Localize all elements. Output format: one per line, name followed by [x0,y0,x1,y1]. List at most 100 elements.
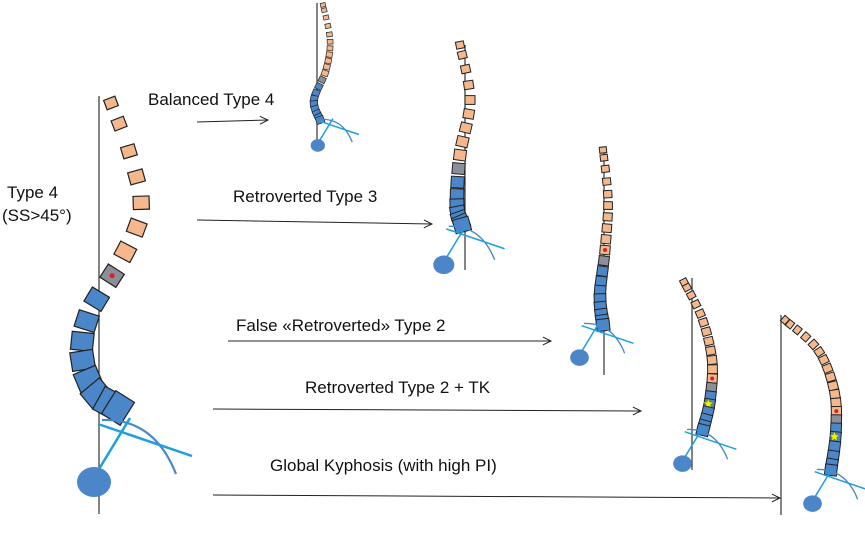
sacral-line [319,120,360,136]
label-retroverted-type-2-tk: Retroverted Type 2 + TK [305,378,491,397]
arrow-shaft [196,219,433,225]
thoracic-vertebra [603,201,613,210]
spine-type-4 [69,95,193,514]
thoracic-vertebra [602,189,613,199]
thoracic-vertebra [126,168,147,186]
thoracic-vertebra [600,164,611,174]
thoracic-vertebra [685,289,697,301]
thoracic-vertebra [125,217,148,238]
thoracic-vertebra [322,63,331,71]
thoracic-vertebra [602,212,613,222]
pelvis-arc [583,322,626,354]
thoracic-vertebra [706,354,718,366]
lumbar-vertebra [73,308,101,334]
transitional-vertebra [451,162,466,176]
thoracic-vertebra [132,195,151,211]
thoracic-vertebra [821,362,834,375]
thoracic-vertebra [464,95,476,105]
arrow-global-kyphosis [212,493,782,503]
yellow-star-icon [702,398,714,409]
sacral-line [684,430,737,451]
thoracic-vertebra [326,45,334,52]
arrow-balanced-type-4 [196,115,270,125]
lumbar-vertebra [595,265,609,278]
thoracic-vertebra [702,335,715,347]
thoracic-vertebra [325,31,333,38]
thoracic-vertebra [458,121,473,135]
thoracic-vertebra [824,371,837,383]
lumbar-vertebra [69,330,95,353]
femoral-head-icon [310,139,325,152]
thoracic-vertebra [454,40,466,50]
source-type-subtitle: (SS>45°) [2,206,72,225]
source-type-title: Type 4 [7,183,59,202]
thoracic-vertebra [452,148,468,162]
thoracic-vertebra [599,153,609,162]
femoral-head-icon [570,349,589,366]
red-dot-icon [603,248,607,252]
arrow-head [771,493,782,503]
arrow-head [542,336,553,346]
thoracic-vertebra [813,345,826,358]
label-balanced-type-4: Balanced Type 4 [148,90,275,109]
thoracic-vertebra [601,177,612,186]
thoracic-vertebra [799,331,812,343]
lumbar-vertebra [314,81,324,92]
arrow-head [423,219,434,229]
sacral-line [814,470,865,490]
thoracic-vertebra [325,51,334,58]
thoracic-vertebra [704,345,717,357]
red-dot-icon [710,376,715,381]
pelvis-arc [816,468,859,500]
red-dot-icon [109,273,115,279]
thoracic-vertebra [320,68,330,78]
thoracic-vertebra [455,134,470,149]
sacral-line [446,228,505,250]
label-retroverted-type-3: Retroverted Type 3 [233,187,378,206]
pelvis-arc [686,428,729,460]
sacral-line [581,324,634,345]
thoracic-vertebra [707,364,718,375]
arrow-head [632,406,643,416]
thoracic-vertebra [791,324,803,336]
thoracic-vertebra [807,338,820,351]
pelvis-arc [321,118,353,143]
pelvis-line [444,224,467,261]
pelvis-line [94,417,132,475]
spine-false-retroverted-type-2 [570,146,634,375]
thoracic-vertebra [459,63,472,75]
sacral-line [97,422,193,458]
thoracic-vertebra [110,115,128,132]
thoracic-vertebra [456,49,468,61]
thoracic-vertebra [681,282,693,293]
femoral-head-icon [673,455,692,472]
thoracic-vertebra [462,107,476,120]
pelvis-line [317,118,334,143]
arrow-shaft [212,408,642,412]
thoracic-vertebra [690,298,702,310]
femoral-head-icon [77,467,111,497]
thoracic-vertebra [600,233,612,245]
thoracic-vertebra [784,318,796,330]
yellow-star-icon [829,431,840,442]
arrow-retroverted-type-3 [196,219,434,229]
label-false-retroverted-type-2: False «Retroverted» Type 2 [236,316,446,335]
pelvis-arc [101,418,178,475]
thoracic-vertebra [326,38,334,45]
arrow-shaft [212,494,781,499]
thoracic-vertebra [697,316,710,328]
thoracic-vertebra [119,142,139,160]
thoracic-vertebra [694,308,707,320]
femoral-head-icon [803,495,822,512]
pelvis-line [812,468,833,500]
femoral-head-icon [433,255,455,275]
thoracic-vertebra [322,14,330,21]
spine-balanced-type-4 [309,2,360,152]
thoracic-vertebra [462,79,475,91]
spine-global-kyphosis [779,314,865,515]
thoracic-vertebra [319,2,327,8]
spine-retroverted-type-3 [433,40,505,275]
thoracic-vertebra [601,223,613,234]
